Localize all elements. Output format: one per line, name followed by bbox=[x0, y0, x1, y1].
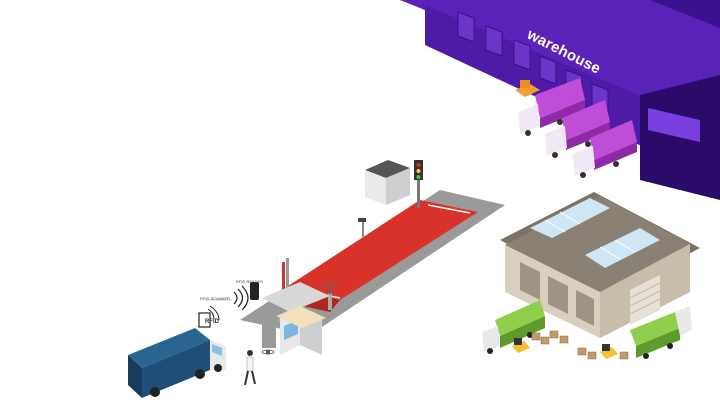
beige-depot bbox=[500, 192, 700, 338]
rfid-reader-device bbox=[250, 282, 259, 300]
person bbox=[244, 350, 256, 386]
rfid-signal-icon bbox=[233, 285, 249, 311]
green-trucks bbox=[482, 300, 692, 359]
cargo-boxes bbox=[531, 330, 629, 360]
drone bbox=[261, 349, 275, 355]
wifi-antenna-icon bbox=[321, 281, 339, 295]
rfid-reader-label: RFID READER bbox=[236, 279, 264, 284]
forklifts bbox=[512, 338, 618, 359]
guard-booth bbox=[262, 282, 330, 355]
blue-truck bbox=[128, 328, 226, 398]
barrier-gates bbox=[282, 258, 332, 310]
pink-trucks bbox=[518, 78, 637, 178]
forklift-top bbox=[515, 80, 540, 97]
rfid-label: RFID bbox=[205, 319, 219, 325]
control-cabin bbox=[365, 160, 410, 205]
rfid-tag-icon bbox=[198, 305, 220, 328]
rfid-scanner-label: RFID SCANNER bbox=[200, 296, 231, 301]
traffic-light-icon bbox=[414, 160, 423, 208]
weighbridge bbox=[240, 190, 505, 335]
